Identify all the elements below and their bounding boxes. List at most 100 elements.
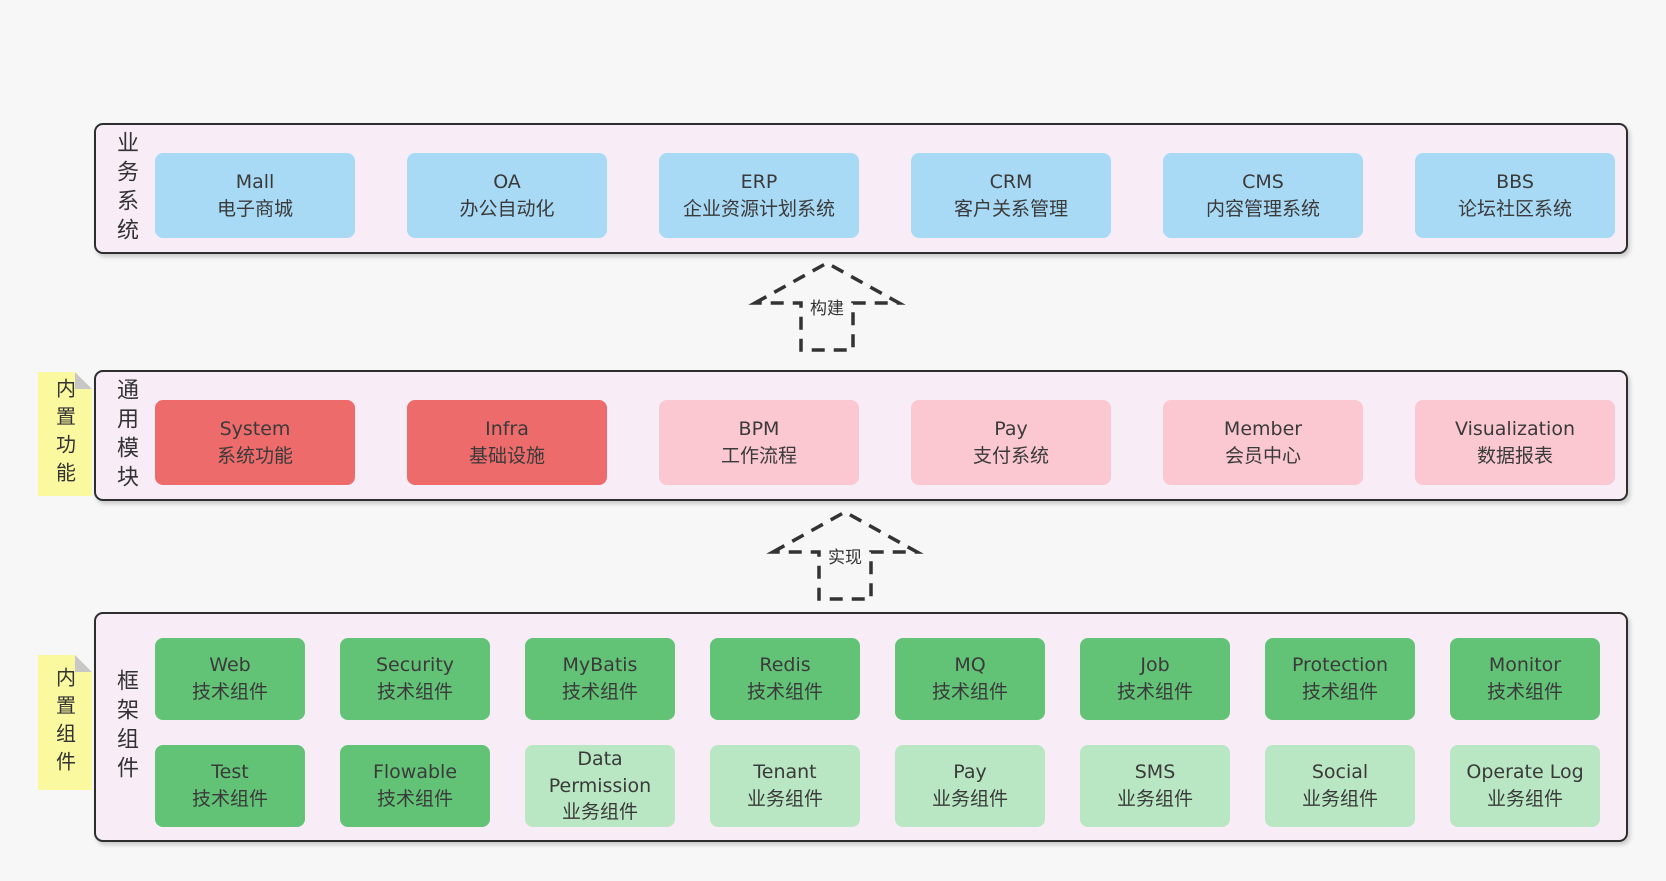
- box-desc: 技术组件: [1116, 681, 1193, 703]
- box-name: Monitor: [1488, 654, 1562, 677]
- layer-title: 通用模块: [113, 377, 138, 494]
- box-desc: 技术组件: [376, 788, 453, 810]
- module-box-pay: Pay 支付系统: [911, 400, 1111, 485]
- box-name: SMS: [1134, 761, 1176, 784]
- box-name: Mall: [235, 170, 275, 193]
- box-name: CMS: [1242, 170, 1284, 193]
- box-desc: 业务组件: [561, 801, 638, 824]
- box-name: Test: [211, 761, 249, 784]
- arrow-up-implement-icon: [766, 509, 924, 601]
- box-desc: 业务组件: [931, 788, 1008, 810]
- box-desc: 客户关系管理: [953, 197, 1068, 220]
- box-desc: 会员中心: [1224, 444, 1301, 467]
- box-desc: 办公自动化: [459, 197, 555, 220]
- box-desc: 技术组件: [376, 681, 453, 703]
- business-box-bbs: BBS 论坛社区系统: [1415, 153, 1615, 238]
- box-desc: 业务组件: [1301, 788, 1378, 810]
- box-desc: 电子商城: [216, 197, 293, 220]
- sticky-note-builtin-features: 内置功能: [38, 372, 92, 496]
- box-name: BPM: [738, 417, 780, 440]
- box-name: ERP: [740, 170, 778, 193]
- box-name: Data Permission: [548, 748, 652, 797]
- box-desc: 业务组件: [1486, 788, 1563, 810]
- box-name: Visualization: [1454, 417, 1575, 440]
- box-desc: 论坛社区系统: [1457, 197, 1572, 220]
- folded-corner-icon: [75, 655, 92, 672]
- box-name: Pay: [994, 417, 1028, 440]
- box-name: Flowable: [372, 761, 458, 784]
- box-desc: 技术组件: [931, 681, 1008, 703]
- business-box-oa: OA 办公自动化: [407, 153, 607, 238]
- layer-title: 框架组件: [113, 669, 138, 785]
- box-name: MQ: [954, 654, 986, 677]
- business-box-erp: ERP 企业资源计划系统: [659, 153, 859, 238]
- box-desc: 业务组件: [746, 788, 823, 810]
- business-box-crm: CRM 客户关系管理: [911, 153, 1111, 238]
- component-box-sms: SMS 业务组件: [1080, 745, 1230, 827]
- box-name: MyBatis: [562, 654, 638, 677]
- component-box-data-permission: Data Permission 业务组件: [525, 745, 675, 827]
- box-name: OA: [493, 170, 521, 193]
- box-name: Infra: [485, 417, 529, 440]
- business-box-cms: CMS 内容管理系统: [1163, 153, 1363, 238]
- box-desc: 系统功能: [216, 444, 293, 467]
- box-desc: 工作流程: [720, 444, 797, 467]
- folded-corner-icon: [75, 372, 92, 389]
- box-name: Job: [1140, 654, 1170, 677]
- note-label: 内置功能: [52, 378, 77, 490]
- box-name: System: [219, 417, 291, 440]
- component-box-job: Job 技术组件: [1080, 638, 1230, 720]
- box-desc: 技术组件: [191, 681, 268, 703]
- module-box-bpm: BPM 工作流程: [659, 400, 859, 485]
- component-box-pay: Pay 业务组件: [895, 745, 1045, 827]
- module-box-member: Member 会员中心: [1163, 400, 1363, 485]
- box-desc: 技术组件: [561, 681, 638, 703]
- box-name: Social: [1311, 761, 1369, 784]
- component-box-tenant: Tenant 业务组件: [710, 745, 860, 827]
- component-box-test: Test 技术组件: [155, 745, 305, 827]
- component-box-security: Security 技术组件: [340, 638, 490, 720]
- box-name: Redis: [759, 654, 811, 677]
- box-desc: 内容管理系统: [1205, 197, 1320, 220]
- module-box-infra: Infra 基础设施: [407, 400, 607, 485]
- box-desc: 技术组件: [1486, 681, 1563, 703]
- component-box-mq: MQ 技术组件: [895, 638, 1045, 720]
- box-name: Protection: [1291, 654, 1389, 677]
- box-name: Tenant: [753, 761, 817, 784]
- layer-title: 业务系统: [113, 130, 138, 247]
- component-box-monitor: Monitor 技术组件: [1450, 638, 1600, 720]
- box-desc: 基础设施: [468, 444, 545, 467]
- component-box-redis: Redis 技术组件: [710, 638, 860, 720]
- component-box-flowable: Flowable 技术组件: [340, 745, 490, 827]
- box-name: Pay: [953, 761, 987, 784]
- box-desc: 技术组件: [1301, 681, 1378, 703]
- box-name: CRM: [989, 170, 1033, 193]
- component-box-social: Social 业务组件: [1265, 745, 1415, 827]
- box-name: Security: [375, 654, 455, 677]
- note-label: 内置组件: [52, 666, 77, 779]
- arrow-label-build: 构建: [806, 293, 848, 320]
- component-box-protection: Protection 技术组件: [1265, 638, 1415, 720]
- component-box-mybatis: MyBatis 技术组件: [525, 638, 675, 720]
- module-box-visualization: Visualization 数据报表: [1415, 400, 1615, 485]
- box-name: Web: [209, 654, 251, 677]
- module-box-system: System 系统功能: [155, 400, 355, 485]
- layer-common-modules: 通用模块 System 系统功能 Infra 基础设施 BPM 工作流程 Pay…: [94, 370, 1628, 501]
- box-desc: 数据报表: [1476, 444, 1553, 467]
- arrow-label-implement: 实现: [824, 542, 866, 569]
- box-name: BBS: [1496, 170, 1534, 193]
- box-name: Operate Log: [1466, 761, 1584, 784]
- business-box-mall: Mall 电子商城: [155, 153, 355, 238]
- box-desc: 支付系统: [972, 444, 1049, 467]
- layer-framework-components: 框架组件 Web 技术组件 Security 技术组件 MyBatis 技术组件…: [94, 612, 1628, 842]
- box-desc: 技术组件: [191, 788, 268, 810]
- box-desc: 技术组件: [746, 681, 823, 703]
- box-desc: 业务组件: [1116, 788, 1193, 810]
- sticky-note-builtin-components: 内置组件: [38, 655, 92, 790]
- layer-business-systems: 业务系统 Mall 电子商城 OA 办公自动化 ERP 企业资源计划系统 CRM…: [94, 123, 1628, 254]
- box-desc: 企业资源计划系统: [682, 197, 835, 220]
- component-box-operate-log: Operate Log 业务组件: [1450, 745, 1600, 827]
- arrow-up-build-icon: [748, 260, 906, 352]
- box-name: Member: [1223, 417, 1303, 440]
